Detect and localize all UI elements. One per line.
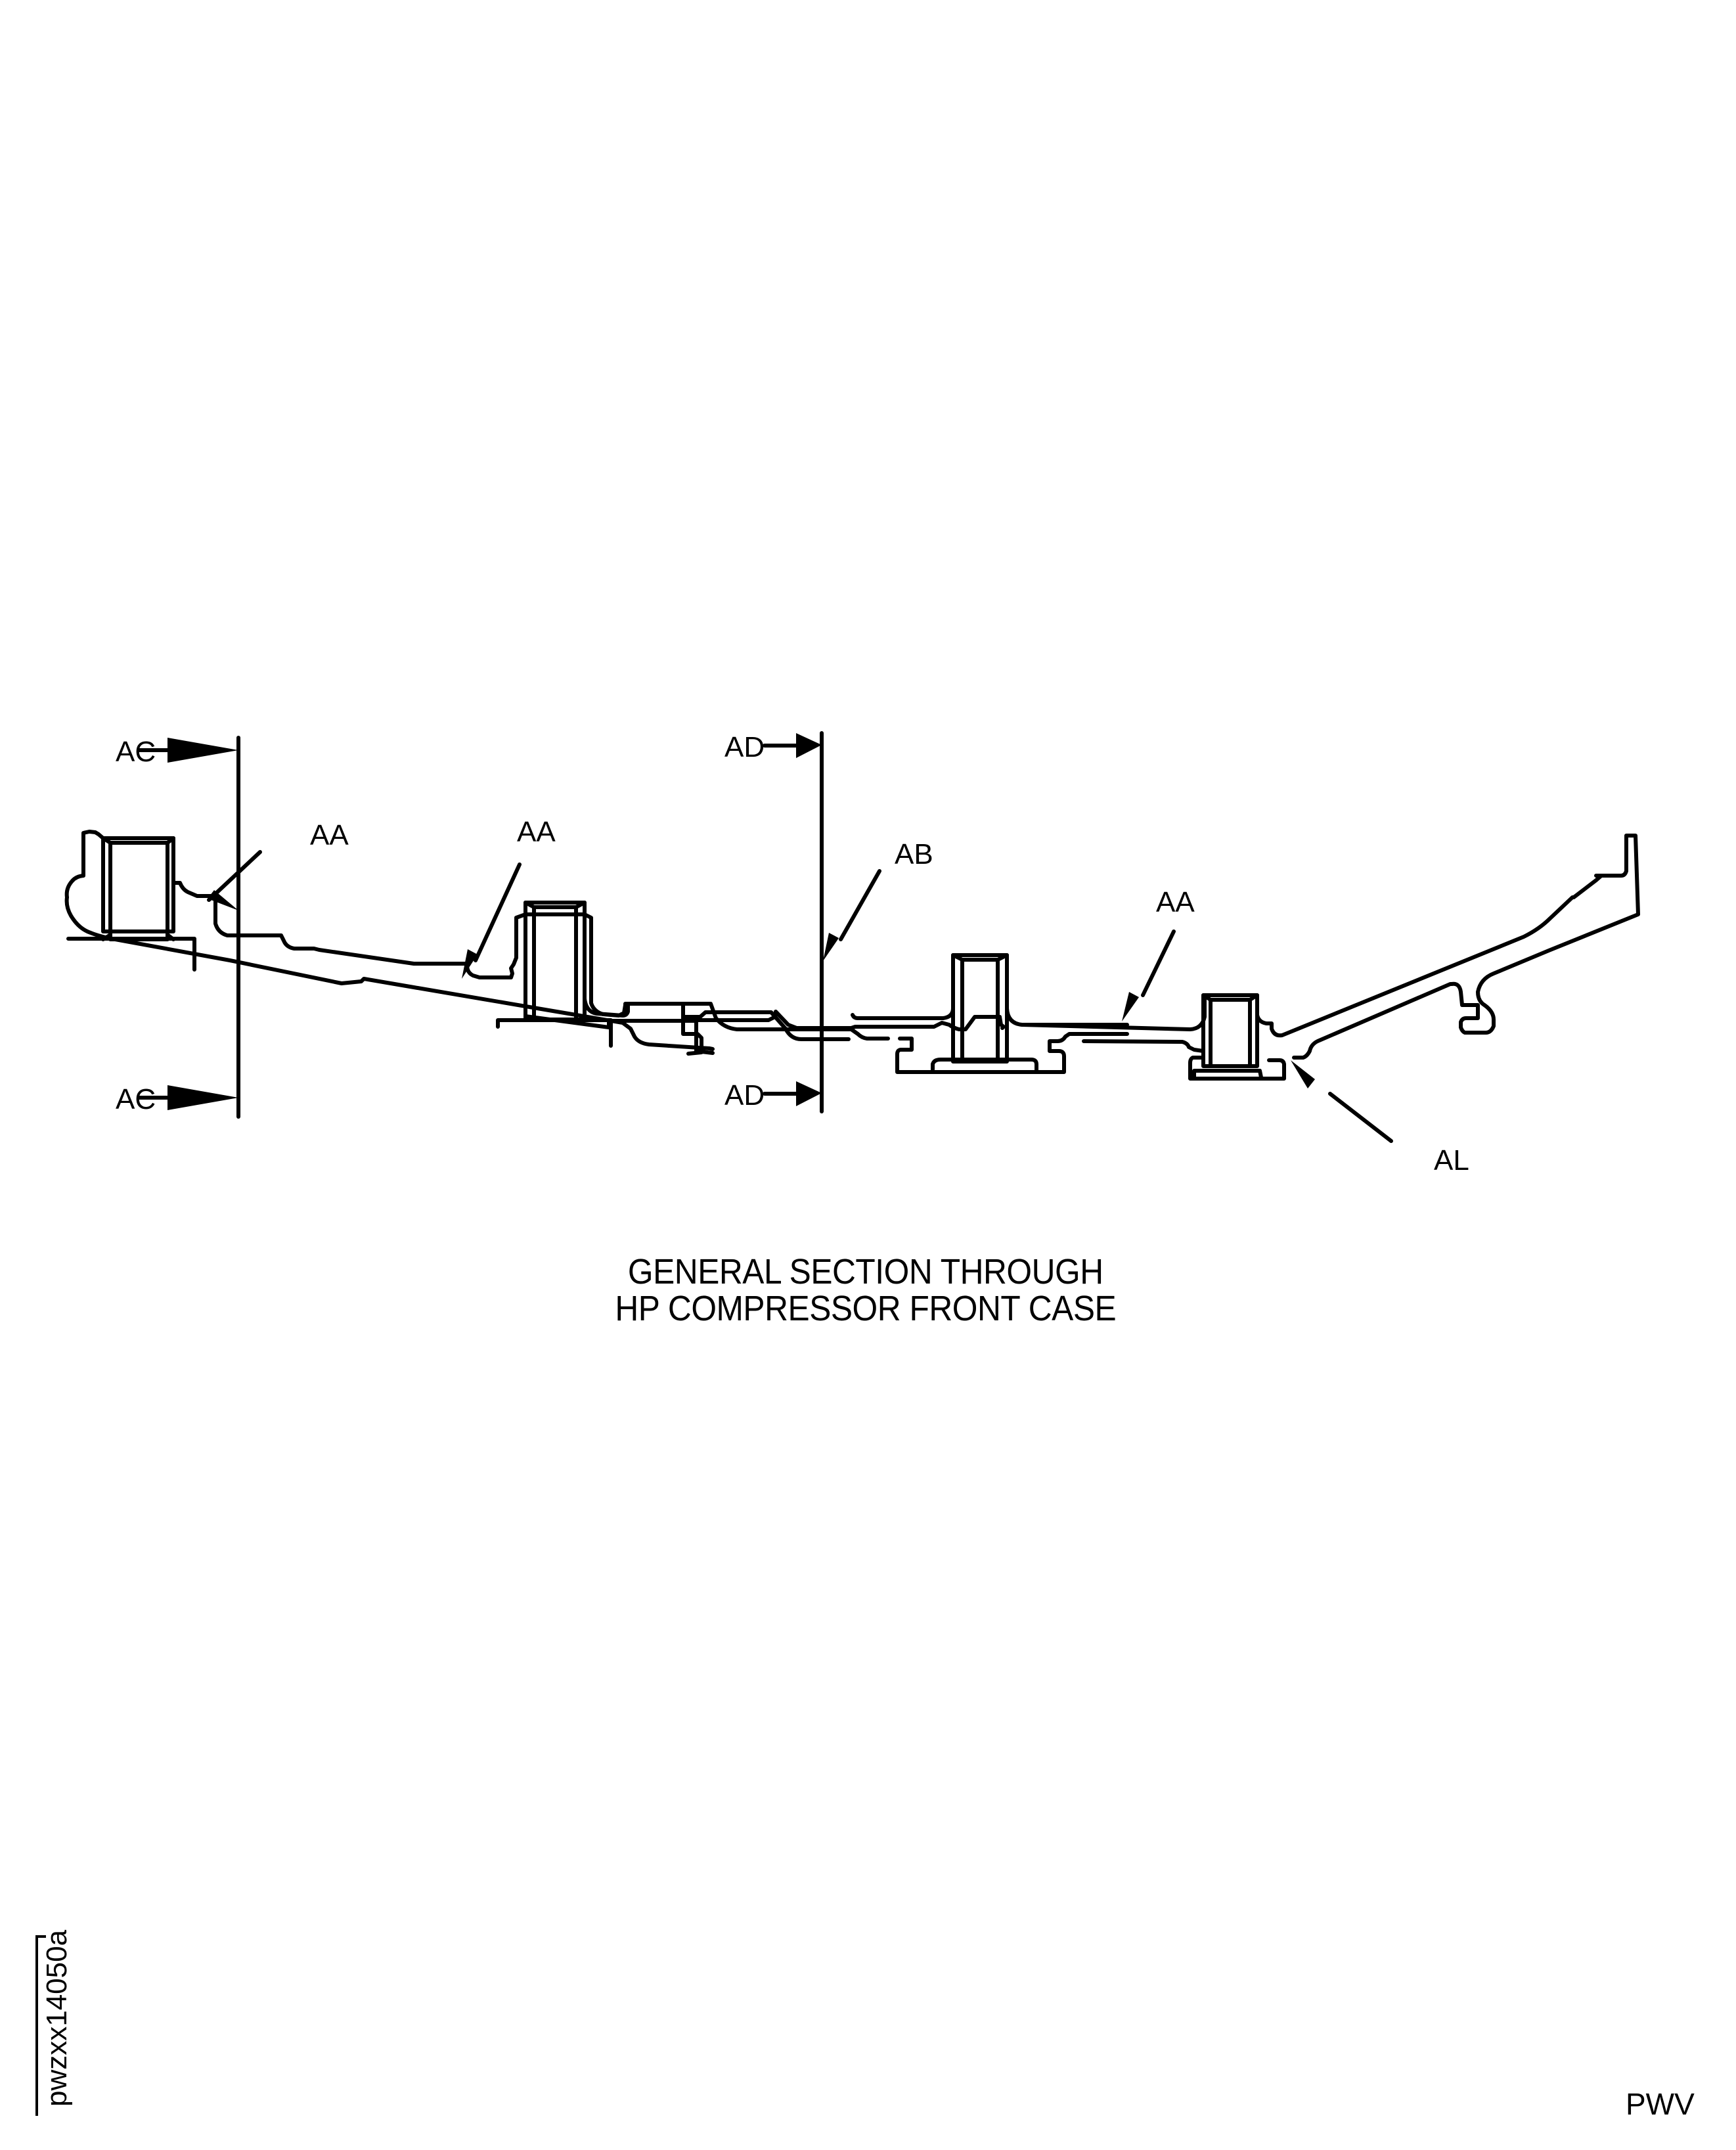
arrowhead-al bbox=[1291, 1060, 1315, 1088]
left-boss-chamfer bbox=[101, 836, 175, 941]
mid-left-boss-bore bbox=[532, 905, 578, 1021]
arrowhead-aa-3 bbox=[1122, 992, 1139, 1021]
rear-boss-base bbox=[1192, 1069, 1263, 1079]
left-flange-base bbox=[66, 937, 196, 972]
arrowhead-ab bbox=[823, 933, 839, 961]
front-flange-nose bbox=[64, 874, 85, 899]
marker-ad-bottom: AD bbox=[724, 1079, 765, 1111]
leader-ab bbox=[839, 869, 881, 941]
marker-ad-top: AD bbox=[724, 731, 765, 763]
callout-aa-3: AA bbox=[1156, 886, 1195, 918]
marker-ac-top: AC bbox=[116, 736, 156, 768]
mid-left-boss-flange bbox=[496, 1018, 613, 1048]
arrowhead-aa-1 bbox=[208, 890, 238, 910]
arrowhead-ad-bottom bbox=[796, 1081, 822, 1106]
arrowhead-ac-bottom bbox=[167, 1085, 238, 1110]
mid-right-boss-chamfer bbox=[951, 953, 1009, 962]
mid-right-boss-bore bbox=[960, 958, 1000, 1064]
case-inner-wall-left bbox=[64, 895, 715, 1051]
figure-id-bracket bbox=[35, 1935, 46, 2116]
callout-ab: AB bbox=[895, 838, 933, 870]
corner-tag: PWV bbox=[1626, 2087, 1695, 2121]
marker-ac-bottom: AC bbox=[116, 1083, 156, 1115]
callout-aa-1: AA bbox=[310, 819, 349, 851]
leader-al bbox=[1328, 1092, 1393, 1143]
mid-left-boss-chamfer bbox=[523, 901, 587, 909]
left-boss-outer bbox=[101, 836, 175, 933]
figure-id: pwzxx14050a bbox=[41, 1929, 73, 2107]
arrowhead-ac-top bbox=[167, 738, 238, 763]
diagram-caption: GENERAL SECTION THROUGH HP COMPRESSOR FR… bbox=[67, 1253, 1664, 1327]
leader-aa-1 bbox=[207, 850, 262, 902]
left-boss-bore bbox=[108, 841, 169, 941]
rear-cone-outer bbox=[1255, 834, 1640, 1060]
case-mid-span-lower bbox=[681, 1010, 851, 1056]
arrowhead-ad-top bbox=[796, 733, 822, 758]
caption-line-2: HP COMPRESSOR FRONT CASE bbox=[615, 1289, 1117, 1328]
case-rear-span-lower bbox=[1082, 1039, 1286, 1081]
mid-right-boss-lugs bbox=[895, 1032, 1129, 1074]
callout-aa-2: AA bbox=[517, 816, 556, 848]
caption-line-1: GENERAL SECTION THROUGH bbox=[627, 1252, 1103, 1291]
rear-boss-chamfer bbox=[1201, 993, 1259, 1002]
mid-right-boss-base bbox=[931, 1058, 1038, 1074]
leader-aa-3 bbox=[1141, 929, 1176, 997]
rear-boss-bore bbox=[1209, 998, 1252, 1068]
callout-al: AL bbox=[1434, 1144, 1469, 1176]
front-flange-outline bbox=[81, 830, 1006, 1031]
arrowhead-aa-2 bbox=[462, 949, 478, 979]
leader-aa-2 bbox=[474, 862, 522, 962]
